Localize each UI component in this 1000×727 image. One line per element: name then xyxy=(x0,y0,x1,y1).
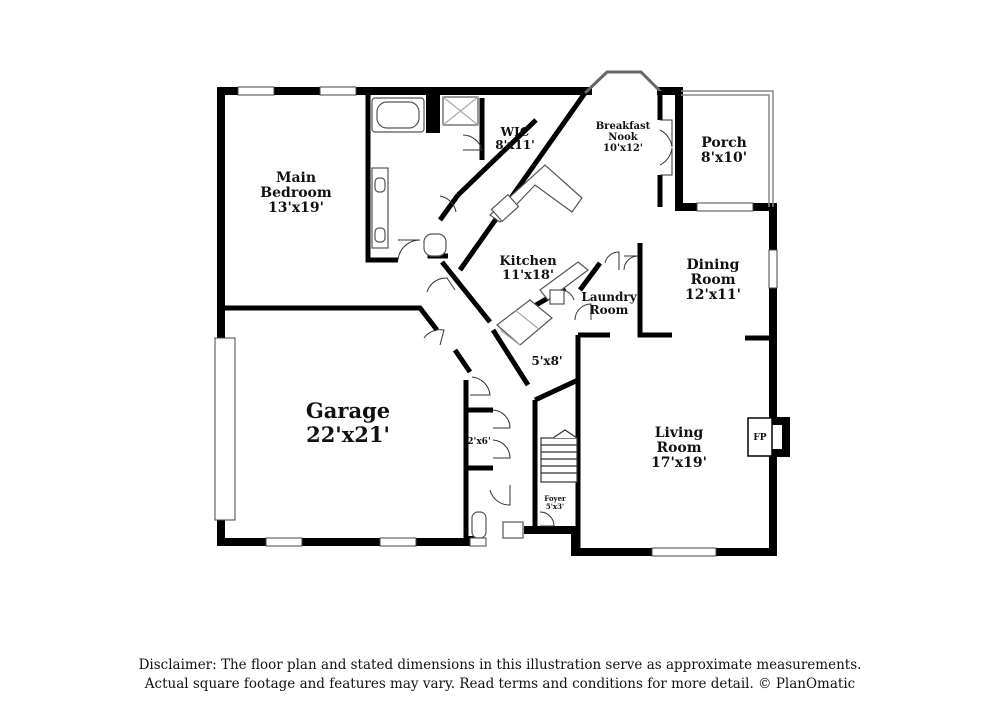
windows xyxy=(214,86,778,557)
bay-window xyxy=(583,70,664,95)
porch-name: Porch xyxy=(701,135,747,151)
wic-name: WIC xyxy=(500,125,530,139)
staircase xyxy=(540,429,578,483)
porch-outline xyxy=(681,90,774,207)
dining-room-dims: 12'x11' xyxy=(685,287,741,303)
laundry-room-name-2: Room xyxy=(590,303,629,317)
breakfast-nook-name-2: Nook xyxy=(608,132,638,143)
garage-name: Garage xyxy=(306,398,390,423)
half-bath xyxy=(471,511,524,539)
living-room-dims: 17'x19' xyxy=(651,455,707,471)
living-room-name-2: Room xyxy=(656,440,701,456)
breakfast-nook-name: Breakfast xyxy=(596,121,651,132)
breakfast-nook-dims: 10'x12' xyxy=(603,143,643,154)
main-bedroom-dims: 13'x19' xyxy=(268,200,324,216)
room-labels: Main Bedroom 13'x19' WIC 8'x11' Breakfas… xyxy=(260,121,767,511)
bath-fixtures xyxy=(371,96,479,257)
laundry-room-name: Laundry xyxy=(581,290,637,304)
kitchen-counters xyxy=(489,164,589,346)
doors xyxy=(397,119,673,527)
main-bedroom-name: Main xyxy=(276,170,316,186)
wic-dims: 8'x11' xyxy=(495,138,535,152)
dining-room-name: Dining xyxy=(687,257,740,273)
interior-walls xyxy=(225,91,773,552)
disclaimer-line-2: Actual square footage and features may v… xyxy=(144,676,856,692)
dining-room-name-2: Room xyxy=(690,272,735,288)
fireplace xyxy=(747,417,773,457)
garage-dims: 22'x21' xyxy=(306,422,390,447)
pantry-dims: 5'x8' xyxy=(531,354,562,368)
chimney-block xyxy=(426,95,440,133)
closet-dims: 2'x6' xyxy=(467,437,490,447)
kitchen-dims: 11'x18' xyxy=(502,268,554,283)
porch-dims: 8'x10' xyxy=(701,150,747,166)
foyer-dims: 5'x3' xyxy=(546,502,564,511)
disclaimer-line-1: Disclaimer: The floor plan and stated di… xyxy=(138,657,862,673)
foyer-name: Foyer xyxy=(544,494,566,503)
living-room-name: Living xyxy=(655,425,704,441)
kitchen-name: Kitchen xyxy=(499,254,557,269)
fireplace-label: FP xyxy=(753,433,766,443)
main-bedroom-name-2: Bedroom xyxy=(260,185,332,201)
